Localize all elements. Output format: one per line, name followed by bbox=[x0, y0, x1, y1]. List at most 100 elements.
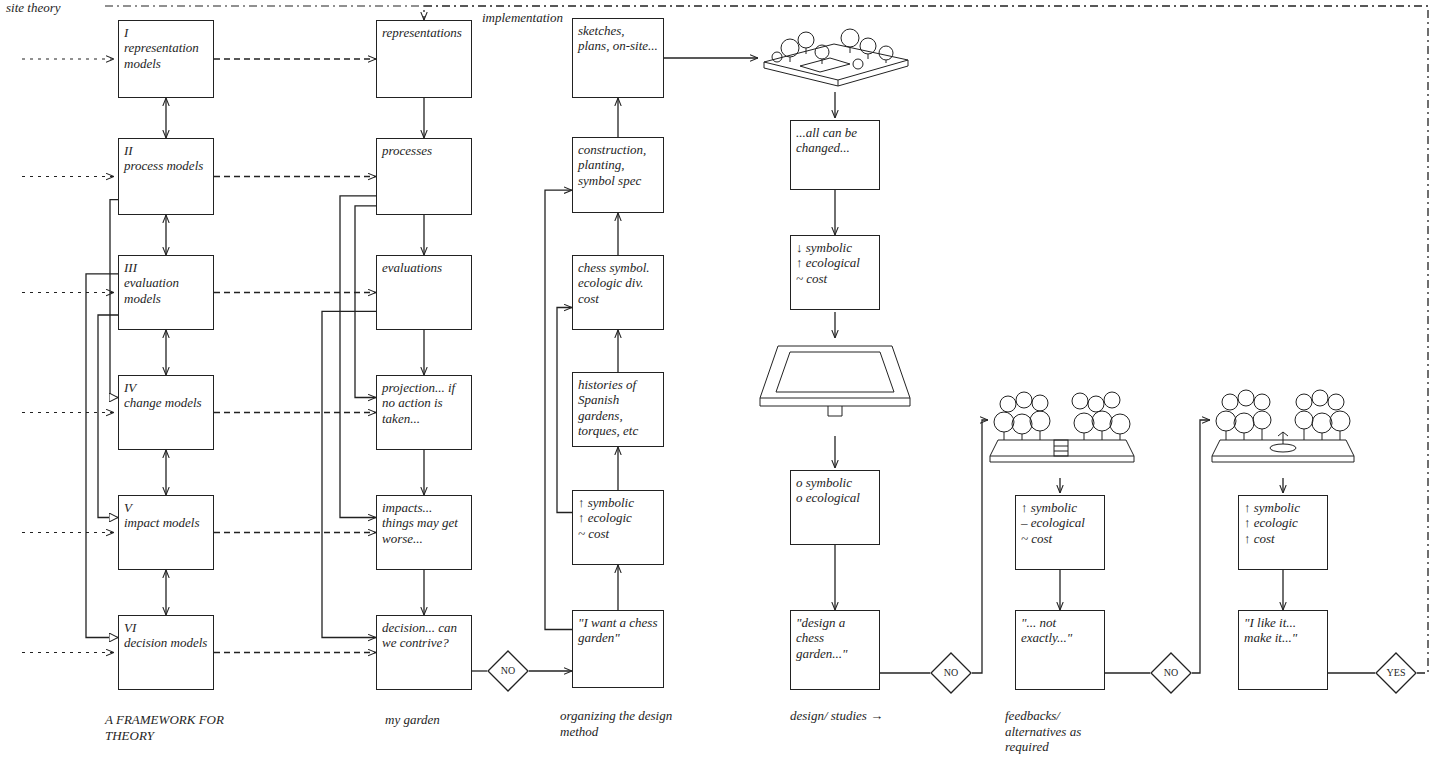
box-text: ↑ symbolic bbox=[1244, 500, 1322, 515]
box-text: ↑ symbolic bbox=[1021, 500, 1099, 515]
dashed-connector bbox=[214, 412, 376, 413]
box-text: decision... can we contrive? bbox=[382, 620, 466, 651]
box-text: o ecological bbox=[796, 490, 874, 505]
box-text: ...all can be changed... bbox=[796, 125, 874, 156]
box-text: projection... if no action is taken... bbox=[382, 380, 466, 426]
dashed-connector bbox=[214, 58, 376, 59]
garden-sketch-part bbox=[886, 60, 887, 63]
connector bbox=[165, 98, 166, 138]
box-text: ~ cost bbox=[796, 271, 874, 286]
process-box: IVchange models bbox=[118, 375, 214, 450]
garden-sketch-part bbox=[841, 29, 859, 47]
diamond-shape bbox=[1376, 653, 1416, 693]
input-dotted-arrows-part bbox=[22, 652, 114, 653]
caption-text: feedbacks/ alternatives as required bbox=[1005, 708, 1120, 755]
process-box: ↓ symbolic↑ ecological~ cost bbox=[790, 235, 880, 310]
box-text: IV bbox=[124, 380, 208, 395]
garden-sketch-part bbox=[781, 39, 799, 57]
connector bbox=[98, 315, 118, 518]
connector bbox=[880, 672, 930, 673]
process-box: projection... if no action is taken... bbox=[376, 375, 472, 450]
dashed-connector bbox=[214, 292, 376, 293]
garden-alternative-sketch-part bbox=[1054, 440, 1068, 456]
process-box: Irepresentation models bbox=[118, 20, 214, 98]
box-text: ↑ cost bbox=[1244, 531, 1322, 546]
garden-final-sketch-part bbox=[1234, 413, 1254, 433]
empty-plaza-sketch-part bbox=[760, 398, 910, 406]
box-text: representation models bbox=[124, 40, 208, 71]
connector bbox=[423, 330, 424, 375]
garden-sketch bbox=[764, 29, 908, 86]
box-text: impacts... things may get worse... bbox=[382, 500, 466, 546]
box-text: ↑ symbolic bbox=[578, 495, 658, 510]
process-box: decision... can we contrive? bbox=[376, 615, 472, 690]
caption-text: site theory bbox=[6, 0, 102, 16]
box-text: ↑ ecological bbox=[796, 255, 874, 270]
garden-final-sketch-part bbox=[1254, 394, 1270, 410]
connector bbox=[1328, 672, 1375, 673]
empty-plaza-sketch-part bbox=[776, 352, 894, 392]
garden-alternative-sketch-part bbox=[1092, 411, 1112, 431]
process-box: processes bbox=[376, 138, 472, 215]
garden-sketch-part bbox=[764, 44, 908, 80]
process-box: "design a chess garden..." bbox=[790, 610, 880, 690]
flow-arrows-part bbox=[664, 57, 758, 58]
connector bbox=[340, 196, 376, 518]
box-text: o symbolic bbox=[796, 475, 874, 490]
box-text: II bbox=[124, 143, 208, 158]
garden-sketch-part bbox=[879, 46, 893, 60]
process-box: representations bbox=[376, 20, 472, 98]
diamond-shape bbox=[1151, 653, 1191, 693]
garden-alternative-sketch-part bbox=[1104, 392, 1120, 408]
box-text: sketches, plans, on-site... bbox=[578, 23, 658, 54]
process-box: VIdecision models bbox=[118, 615, 214, 690]
box-text: processes bbox=[382, 143, 466, 158]
connector bbox=[1282, 570, 1283, 610]
garden-sketch-part bbox=[853, 59, 863, 69]
flow-arrows-part bbox=[834, 312, 835, 338]
process-box: sketches, plans, on-site... bbox=[572, 18, 664, 98]
box-text: "... not exactly..." bbox=[1021, 615, 1099, 646]
connector bbox=[322, 311, 376, 637]
garden-alternative-sketch-part bbox=[994, 412, 1014, 432]
garden-final-sketch-part bbox=[1330, 411, 1350, 431]
connector bbox=[545, 190, 572, 629]
garden-final-sketch-part bbox=[1328, 394, 1344, 410]
dashed-connector bbox=[214, 176, 376, 177]
garden-final-sketch-part bbox=[1295, 411, 1313, 429]
empty-plaza-sketch-part bbox=[828, 406, 842, 416]
input-dotted-arrows-part bbox=[22, 292, 114, 293]
feedback-loop-line bbox=[105, 5, 424, 6]
box-text: histories of Spanish gardens, torques, e… bbox=[578, 377, 658, 438]
garden-final-sketch-part bbox=[1312, 390, 1328, 406]
decision-text: NO bbox=[1164, 667, 1178, 679]
box-text: V bbox=[124, 500, 208, 515]
process-box: construction, planting, symbol spec bbox=[572, 137, 664, 213]
garden-alternative-sketch-part bbox=[1110, 414, 1130, 434]
input-dotted-arrows-part bbox=[22, 532, 114, 533]
garden-alternative-sketch-part bbox=[1030, 411, 1050, 431]
garden-final-sketch-part bbox=[1270, 444, 1296, 452]
box-text: III bbox=[124, 260, 208, 275]
process-box: ↑ symbolic– ecological~ cost bbox=[1015, 495, 1105, 570]
flow-arrows-part bbox=[1059, 478, 1060, 493]
connector bbox=[617, 213, 618, 255]
garden-alternative-sketch-part bbox=[1000, 396, 1016, 412]
garden-alternative-sketch-part bbox=[1088, 396, 1104, 412]
edge-label: implementation bbox=[480, 10, 565, 26]
garden-final-sketch-part bbox=[1222, 394, 1238, 410]
dashed-connector bbox=[214, 532, 376, 533]
garden-sketch-part bbox=[772, 52, 782, 62]
box-text: VI bbox=[124, 620, 208, 635]
garden-final-sketch-part bbox=[1278, 432, 1288, 444]
connector bbox=[617, 98, 618, 137]
garden-sketch-part bbox=[860, 38, 876, 54]
garden-final-sketch-part bbox=[1212, 456, 1354, 462]
input-dotted-arrows bbox=[22, 59, 114, 653]
garden-alternative-sketch-part bbox=[990, 440, 1134, 456]
diamond-shape bbox=[931, 653, 971, 693]
box-text: – ecological bbox=[1021, 515, 1099, 530]
connector bbox=[1105, 672, 1150, 673]
connector bbox=[617, 447, 618, 490]
empty-plaza-sketch-part bbox=[760, 346, 910, 398]
